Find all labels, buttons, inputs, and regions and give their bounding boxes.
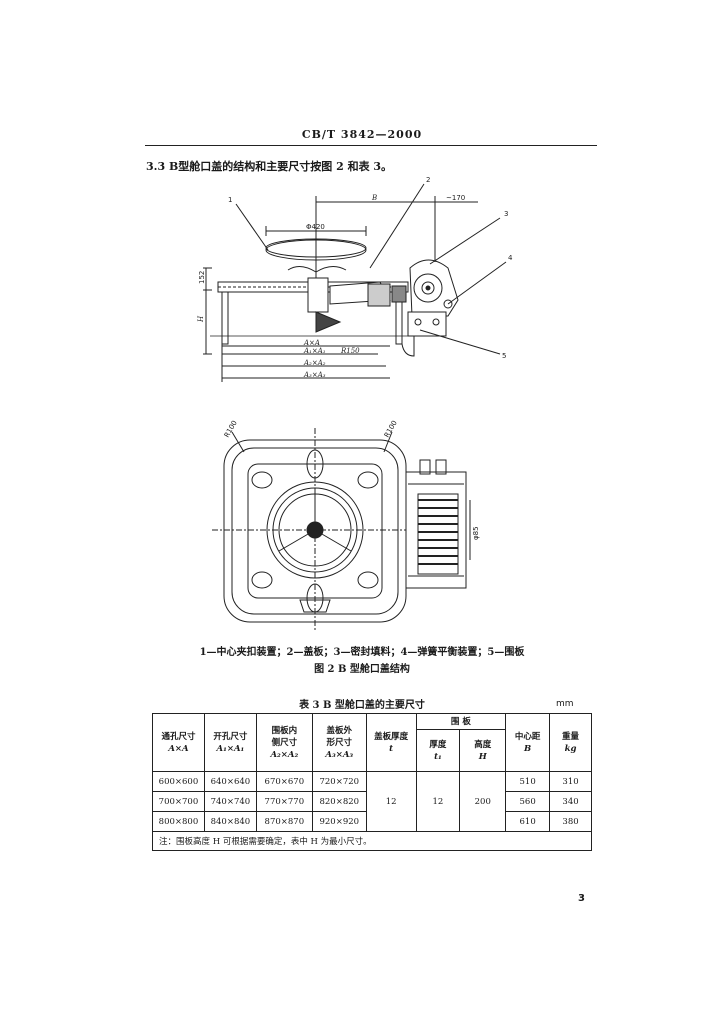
- th-coaming-group: 围 板: [415, 713, 507, 730]
- dim-r100b: R100: [383, 419, 399, 439]
- cell-a2: 670×670: [255, 771, 313, 792]
- table-title: 表 3 B 型舱口盖的主要尺寸: [299, 700, 425, 711]
- standard-header: CB/T 3842—2000: [301, 128, 423, 141]
- cell-a3: 820×820: [311, 791, 367, 812]
- leader-2: [369, 183, 425, 269]
- cell-b: 610: [505, 811, 551, 832]
- leader-4: [447, 261, 507, 305]
- leader-1: [235, 203, 269, 251]
- table-unit: mm: [556, 699, 574, 709]
- spring-balance-coils: [417, 493, 459, 575]
- dim-r100a: R100: [223, 419, 239, 439]
- cell-a2: 770×770: [255, 791, 313, 812]
- dim-axa: A×A: [303, 339, 320, 347]
- callout-1: 1: [228, 196, 232, 204]
- dim-a1: A₁×A₁: [303, 347, 326, 355]
- cell-axa: 600×600: [152, 771, 205, 792]
- cell-a1: 740×740: [203, 791, 257, 812]
- header-rule: [145, 145, 597, 146]
- callout-4: 4: [508, 254, 513, 262]
- cell-axa: 800×800: [152, 811, 205, 832]
- cell-t1-merged: 12: [415, 771, 461, 832]
- table-row: 600×600 640×640 670×670 720×720 12 12 20…: [152, 771, 592, 832]
- dim-h: H: [197, 315, 205, 323]
- table-row: 800×800 840×840 870×870 920×920 610 380: [152, 811, 592, 832]
- cell-a1: 640×640: [203, 771, 257, 792]
- cell-a3: 720×720: [311, 771, 367, 792]
- table-note-row: 注：围板高度 H 可根据需要确定，表中 H 为最小尺寸。: [152, 831, 592, 851]
- dim-r170: ~170: [446, 194, 465, 202]
- dim-b: B: [371, 194, 377, 202]
- cell-kg: 380: [549, 811, 592, 832]
- handwheel-plan: [266, 481, 364, 579]
- dim-r150: R150: [340, 347, 360, 355]
- section-3-3-text: 3.3 B型舱口盖的结构和主要尺寸按图 2 和表 3。: [146, 160, 393, 173]
- cell-h-merged: 200: [459, 771, 507, 832]
- figure-legend: 1—中心夹扣装置；2—盖板；3—密封填料；4—弹簧平衡装置；5—围板: [199, 647, 525, 658]
- cell-b: 510: [505, 771, 551, 792]
- dim-d420: Φ420: [306, 223, 325, 231]
- table-note: 注：围板高度 H 可根据需要确定，表中 H 为最小尺寸。: [152, 831, 592, 851]
- cell-kg: 340: [549, 791, 592, 812]
- cell-a3: 920×920: [311, 811, 367, 832]
- cell-axa: 700×700: [152, 791, 205, 812]
- leader-5: [419, 329, 501, 355]
- callout-3: 3: [504, 210, 508, 218]
- callout-5: 5: [502, 352, 506, 360]
- page-number: 3: [578, 893, 585, 904]
- figure-2-drawing: 1 2 3 4 5 B ~170 Φ420 152 H A×A A₁×A₁ R1…: [197, 176, 513, 630]
- cell-t-merged: 12: [365, 771, 417, 832]
- cell-b: 560: [505, 791, 551, 812]
- dim-a2: A₂×A₂: [303, 359, 326, 367]
- hinge-wheel: [413, 273, 443, 303]
- dim-d85: φ85: [472, 526, 480, 540]
- figure-title: 图 2 B 型舱口盖结构: [314, 664, 410, 675]
- leader-3: [429, 217, 501, 265]
- dim-h152: 152: [198, 271, 206, 284]
- cell-kg: 310: [549, 771, 592, 792]
- cell-a2: 870×870: [255, 811, 313, 832]
- dim-a3: A₃×A₃: [303, 371, 326, 379]
- table-row: 700×700 740×740 770×770 820×820 560 340: [152, 791, 592, 812]
- cell-a1: 840×840: [203, 811, 257, 832]
- callout-2: 2: [426, 176, 430, 184]
